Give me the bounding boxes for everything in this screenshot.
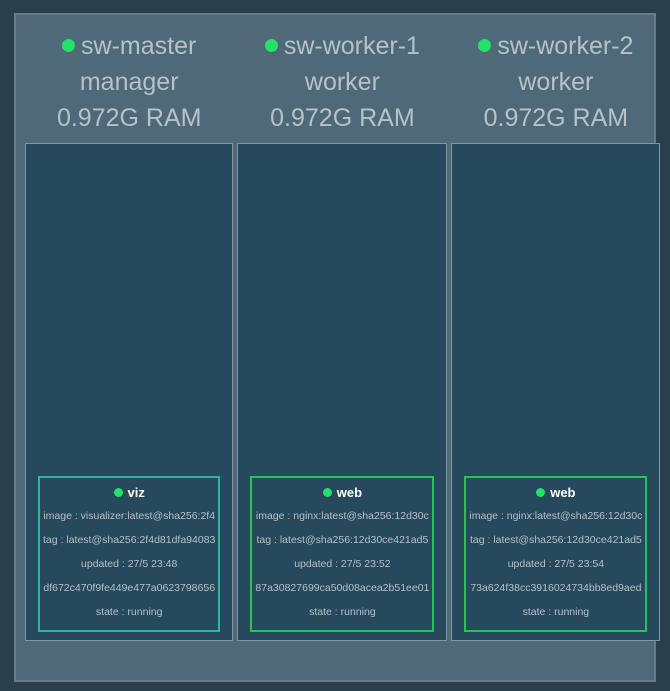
node-header: sw-worker-1 worker 0.972G RAM <box>237 15 447 143</box>
node-column-sw-worker-1: sw-worker-1 worker 0.972G RAM web image … <box>237 15 448 641</box>
node-task-area: web image : nginx:latest@sha256:12d30c t… <box>451 143 661 641</box>
node-status-dot-icon <box>264 39 278 52</box>
container-updated: updated : 27/5 23:48 <box>81 558 178 570</box>
node-name: sw-worker-2 <box>497 32 634 60</box>
container-image: image : nginx:latest@sha256:12d30c <box>469 510 643 522</box>
container-updated: updated : 27/5 23:54 <box>507 558 605 570</box>
container-title: web <box>469 482 642 504</box>
container-hash: df672c470f9fe449e477a0623798656 <box>43 582 216 594</box>
container-image: image : nginx:latest@sha256:12d30c <box>255 510 429 522</box>
container-tag: tag : latest@sha256:12d30ce421ad5 <box>469 534 642 546</box>
container-name: web <box>336 485 363 500</box>
container-status-dot-icon <box>536 488 546 497</box>
container-card-web: web image : nginx:latest@sha256:12d30c t… <box>464 476 648 632</box>
node-column-sw-master: sw-master manager 0.972G RAM viz image :… <box>25 15 234 641</box>
container-image: image : visualizer:latest@sha256:2f4 <box>43 510 216 522</box>
node-header: sw-worker-2 worker 0.972G RAM <box>451 15 660 143</box>
container-name: web <box>550 485 576 500</box>
cluster-panel: sw-master manager 0.972G RAM viz image :… <box>14 13 661 682</box>
node-task-area: viz image : visualizer:latest@sha256:2f4… <box>25 143 234 641</box>
container-tag: tag : latest@sha256:2f4d81dfa94083 <box>43 534 216 546</box>
container-status-dot-icon <box>113 488 123 497</box>
node-role: worker <box>304 68 380 96</box>
container-status-dot-icon <box>322 488 332 497</box>
container-card-viz: viz image : visualizer:latest@sha256:2f4… <box>38 476 221 632</box>
container-name: viz <box>127 485 145 500</box>
container-title: web <box>255 482 429 504</box>
node-status-dot-icon <box>478 39 492 52</box>
node-header: sw-master manager 0.972G RAM <box>25 15 233 143</box>
node-title: sw-worker-1 <box>237 28 447 64</box>
node-column-sw-worker-2: sw-worker-2 worker 0.972G RAM web image … <box>451 15 661 641</box>
node-name: sw-worker-1 <box>283 32 420 60</box>
container-updated: updated : 27/5 23:52 <box>294 558 391 570</box>
node-ram: 0.972G RAM <box>483 104 629 132</box>
node-title: sw-worker-2 <box>451 28 660 64</box>
container-tag: tag : latest@sha256:12d30ce421ad5 <box>256 534 429 546</box>
container-hash: 87a30827699ca50d08acea2b51ee01 <box>255 582 430 594</box>
node-task-area: web image : nginx:latest@sha256:12d30c t… <box>237 143 448 641</box>
node-role: manager <box>79 68 179 96</box>
node-ram: 0.972G RAM <box>270 104 415 132</box>
node-ram: 0.972G RAM <box>56 104 202 132</box>
nodes-row: sw-master manager 0.972G RAM viz image :… <box>16 15 661 641</box>
node-name: sw-master <box>81 32 197 60</box>
container-state: state : running <box>95 606 163 618</box>
container-state: state : running <box>522 606 590 618</box>
node-status-dot-icon <box>62 39 76 52</box>
container-card-web: web image : nginx:latest@sha256:12d30c t… <box>250 476 435 632</box>
node-role: worker <box>518 68 594 96</box>
container-title: viz <box>43 482 215 504</box>
container-state: state : running <box>309 606 376 618</box>
container-hash: 73a624f38cc3916024734bb8ed9aed <box>470 582 642 594</box>
node-title: sw-master <box>25 28 233 64</box>
